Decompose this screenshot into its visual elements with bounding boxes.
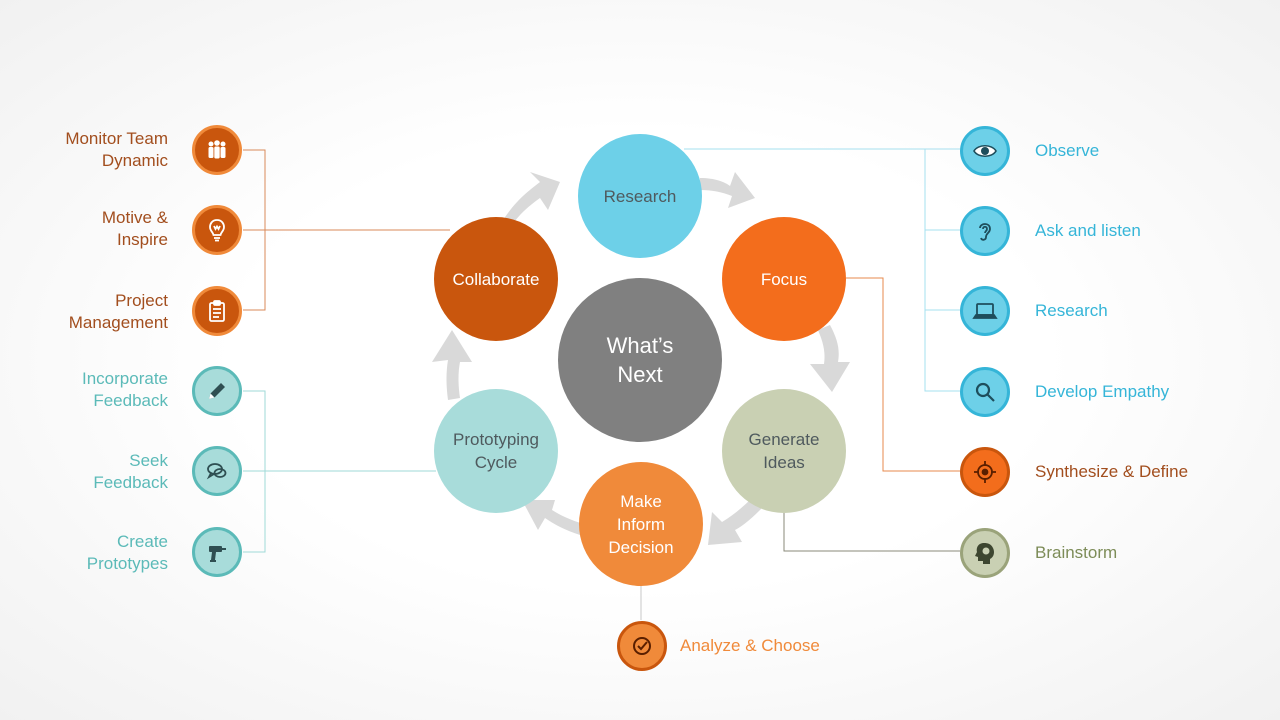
- collaborate-node: Collaborate: [434, 217, 558, 341]
- generate-ideas-node: Generate Ideas: [722, 389, 846, 513]
- lightbulb-icon: [192, 205, 242, 255]
- focus-node: Focus: [722, 217, 846, 341]
- cycle-arrow: [522, 500, 584, 535]
- collaborate-node-label: Collaborate: [452, 269, 540, 289]
- research-node-label: Research: [603, 186, 677, 206]
- left-label-project-management: Project Management: [68, 291, 168, 332]
- left-label-monitor-team: Monitor Team Dynamic: [65, 129, 168, 170]
- right-label-research: Research: [1035, 301, 1108, 320]
- magnifier-icon: [960, 367, 1010, 417]
- generate-ideas-node-label: Generate Ideas: [748, 430, 820, 472]
- cycle-arrows: [432, 172, 850, 545]
- laptop-icon: [960, 286, 1010, 336]
- focus-node-label: Focus: [760, 269, 808, 289]
- right-label-ask-and-listen: Ask and listen: [1035, 221, 1141, 240]
- left-label-create-prototypes: Create Prototypes: [86, 532, 168, 573]
- right-label-brainstorm: Brainstorm: [1035, 543, 1118, 562]
- left-teal-bracket: [243, 390, 436, 553]
- right-label-observe: Observe: [1035, 141, 1100, 160]
- pencil-icon: [192, 366, 242, 416]
- ear-icon: [960, 206, 1010, 256]
- team-icon: [192, 125, 242, 175]
- research-node: Research: [578, 134, 702, 258]
- right-label-develop-empathy: Develop Empathy: [1035, 382, 1170, 401]
- right-label-synthesize-define: Synthesize & Define: [1035, 462, 1189, 481]
- prototyping-cycle-node-label: Prototyping Cycle: [453, 430, 539, 472]
- chat-icon: [192, 446, 242, 496]
- right-cyan-bracket: [684, 148, 960, 392]
- brain-icon: [960, 528, 1010, 578]
- check-icon: [617, 621, 667, 671]
- prototyping-cycle-node: Prototyping Cycle: [434, 389, 558, 513]
- left-label-motive-inspire: Motive & Inspire: [101, 208, 168, 249]
- center-node: What’s Next: [558, 278, 722, 442]
- center-node-label: What’s Next: [606, 333, 674, 387]
- left-orange-bracket: [243, 149, 450, 311]
- bottom-label-analyze-choose: Analyze & Choose: [680, 636, 820, 655]
- drill-icon: [192, 527, 242, 577]
- left-label-seek-feedback: Seek Feedback: [93, 451, 168, 492]
- cycle-arrow: [500, 172, 560, 228]
- cycle-arrow: [432, 330, 472, 400]
- make-inform-decision-node: Make Inform Decision: [579, 462, 703, 586]
- cycle-arrow: [700, 172, 755, 208]
- focus-connector: [846, 277, 960, 472]
- cycle-arrow: [810, 325, 850, 392]
- eye-icon: [960, 126, 1010, 176]
- make-inform-decision-node-label: Make Inform Decision: [608, 491, 674, 557]
- generate-connector: [783, 512, 960, 552]
- cycle-arrow: [708, 498, 765, 545]
- left-label-incorporate-feedback: Incorporate Feedback: [82, 369, 168, 410]
- clipboard-icon: [192, 286, 242, 336]
- target-icon: [960, 447, 1010, 497]
